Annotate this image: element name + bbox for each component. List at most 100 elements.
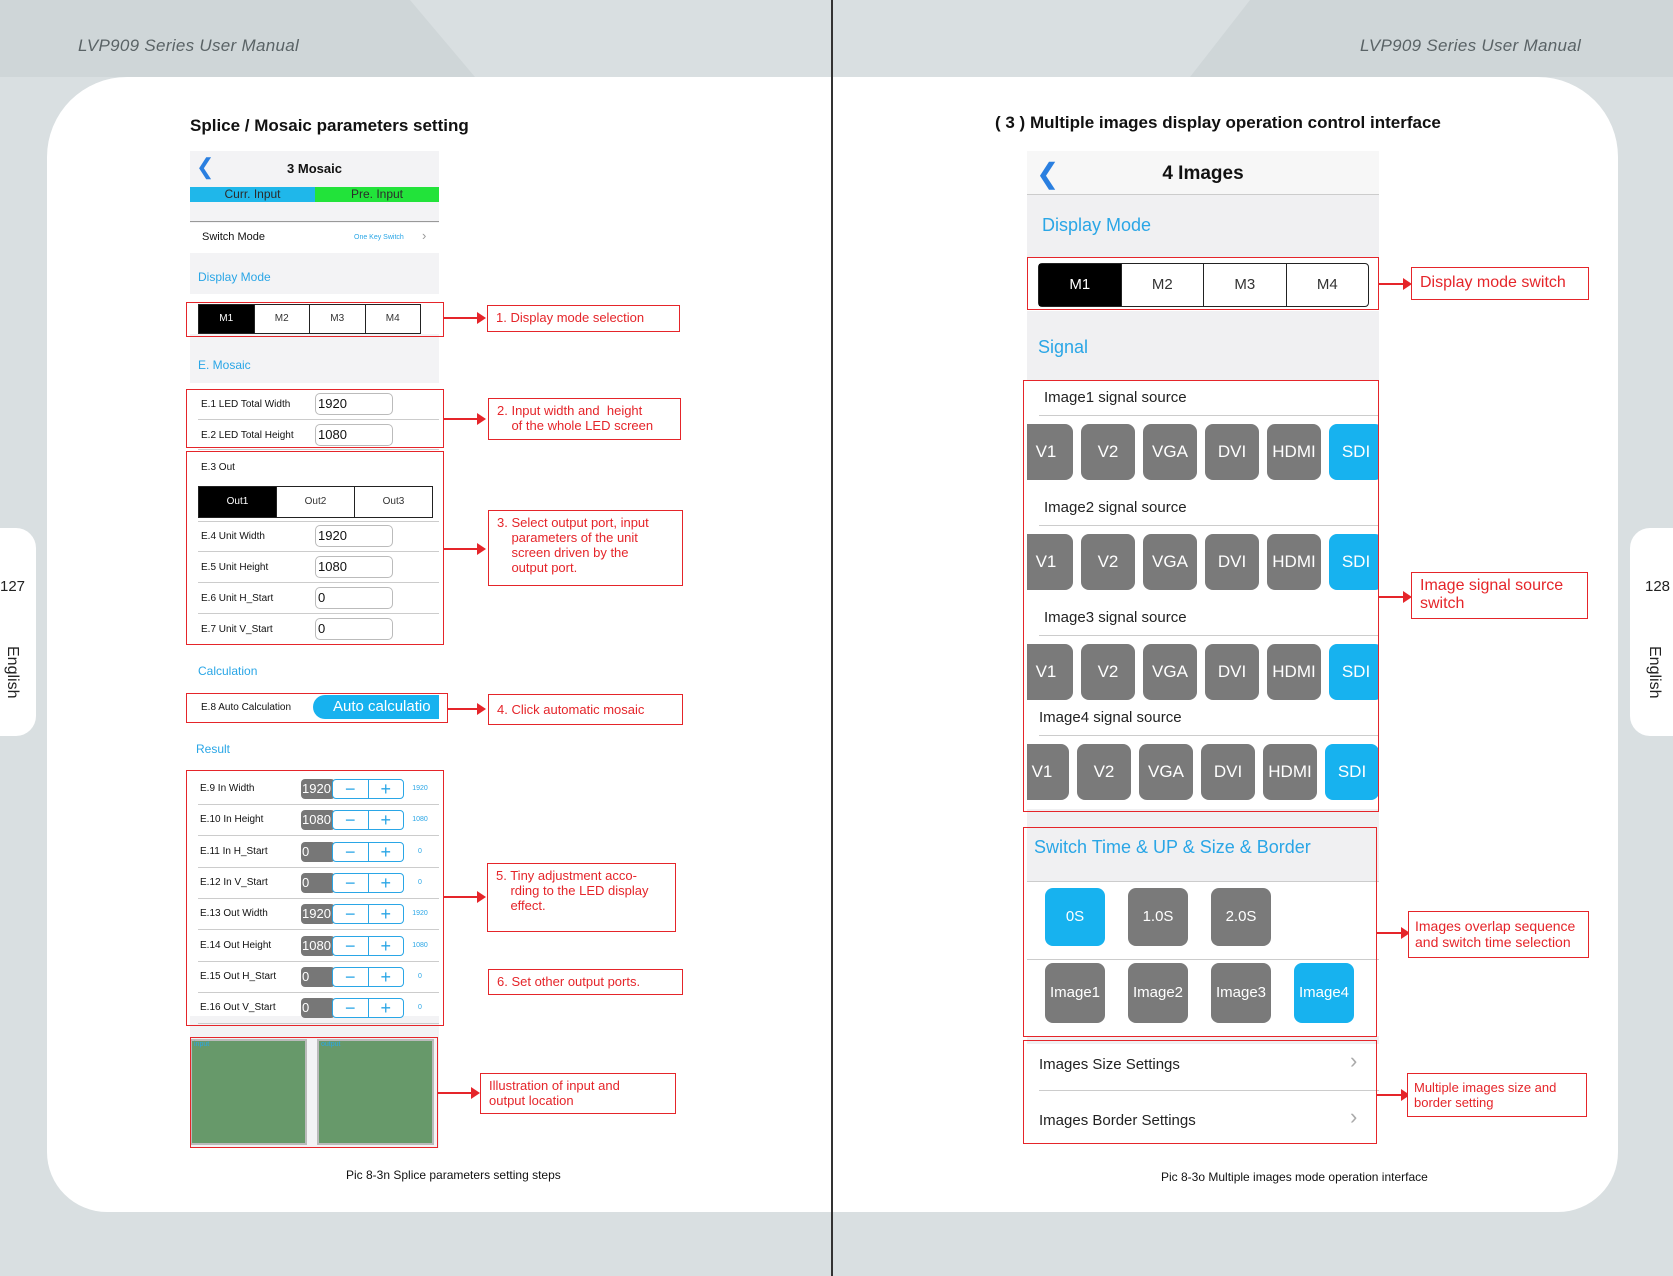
image1-source-dvi-button[interactable]: DVI (1205, 424, 1259, 480)
mode-m1[interactable]: M1 (199, 305, 254, 333)
stepper[interactable]: −+ (332, 935, 404, 956)
divider (1039, 525, 1379, 526)
image2-order-button[interactable]: Image2 (1128, 963, 1188, 1023)
switch-mode-value[interactable]: One Key Switch (354, 234, 404, 241)
input-preview (190, 1039, 307, 1145)
led-total-height-input[interactable]: 1080 (315, 424, 393, 446)
stepper[interactable]: −+ (332, 779, 404, 799)
mode-m3[interactable]: M3 (1203, 264, 1286, 306)
time-1s-button[interactable]: 1.0S (1128, 888, 1188, 946)
out-segmented-control[interactable]: Out1 Out2 Out3 (198, 486, 433, 518)
out-2[interactable]: Out2 (276, 487, 354, 517)
image4-source-vga-button[interactable]: VGA (1139, 744, 1193, 800)
mode-m1[interactable]: M1 (1039, 264, 1121, 306)
auto-calculation-button[interactable]: Auto calculatio (313, 695, 439, 719)
images-size-settings-item[interactable]: Images Size Settings (1039, 1056, 1180, 1073)
minus-icon[interactable]: − (344, 810, 356, 831)
back-icon[interactable]: ❮ (1036, 158, 1060, 189)
mode-m4[interactable]: M4 (1285, 264, 1369, 306)
image1-source-hdmi-button[interactable]: HDMI (1267, 424, 1321, 480)
switch-mode-row[interactable] (190, 223, 439, 253)
plus-icon[interactable]: + (367, 780, 404, 798)
image3-order-button[interactable]: Image3 (1211, 963, 1271, 1023)
image1-order-button[interactable]: Image1 (1045, 963, 1105, 1023)
unit-h-start-input[interactable]: 0 (315, 587, 393, 609)
result-value: 1080 (301, 935, 335, 956)
result-current-value: 0 (418, 847, 422, 855)
image3-source-vga-button[interactable]: VGA (1143, 644, 1197, 700)
image2-source-dvi-button[interactable]: DVI (1205, 534, 1259, 590)
minus-icon[interactable]: − (344, 966, 356, 987)
image3-source-hdmi-button[interactable]: HDMI (1267, 644, 1321, 700)
mode-m3[interactable]: M3 (309, 305, 365, 333)
image4-source-v2-button[interactable]: V2 (1077, 744, 1131, 800)
stepper[interactable]: −+ (332, 810, 404, 831)
image2-source-hdmi-button[interactable]: HDMI (1267, 534, 1321, 590)
out-1[interactable]: Out1 (199, 487, 276, 517)
time-0s-button[interactable]: 0S (1045, 888, 1105, 946)
image2-source-v1-button[interactable]: V1 (1027, 534, 1073, 590)
unit-width-input[interactable]: 1920 (315, 525, 393, 547)
mode-m4[interactable]: M4 (364, 305, 421, 333)
image3-source-v2-button[interactable]: V2 (1081, 644, 1135, 700)
plus-icon[interactable]: + (367, 905, 404, 924)
mode-segmented-control[interactable]: M1 M2 M3 M4 (198, 304, 421, 334)
curr-input-bar[interactable]: Curr. Input (190, 187, 315, 202)
back-icon[interactable]: ❮ (196, 154, 215, 179)
pre-input-bar[interactable]: Pre. Input (315, 187, 439, 202)
e8-label: E.8 Auto Calculation (201, 702, 292, 713)
unit-height-input[interactable]: 1080 (315, 556, 393, 578)
image1-source-sdi-button[interactable]: SDI (1329, 424, 1379, 480)
plus-icon[interactable]: + (367, 967, 404, 986)
image2-source-v2-button[interactable]: V2 (1081, 534, 1135, 590)
plus-icon[interactable]: + (367, 873, 404, 892)
arrow (1377, 1089, 1410, 1101)
image1-source-vga-button[interactable]: VGA (1143, 424, 1197, 480)
calculation-heading: Calculation (198, 664, 258, 678)
mode-m2[interactable]: M2 (1120, 264, 1204, 306)
plus-icon[interactable]: + (367, 936, 404, 955)
image1-source-v1-button[interactable]: V1 (1027, 424, 1073, 480)
plus-icon[interactable]: + (367, 999, 404, 1018)
mode-segmented-control[interactable]: M1 M2 M3 M4 (1038, 263, 1369, 307)
minus-icon[interactable]: − (344, 998, 356, 1019)
image4-source-sdi-button[interactable]: SDI (1325, 744, 1379, 800)
e2-label: E.2 LED Total Height (201, 430, 294, 441)
stepper[interactable]: −+ (332, 841, 404, 862)
image3-signal-source-label: Image3 signal source (1044, 609, 1187, 626)
display-mode-heading: Display Mode (198, 270, 271, 284)
out-3[interactable]: Out3 (354, 487, 432, 517)
arrow (1379, 591, 1412, 603)
result-label: E.12 In V_Start (200, 876, 268, 888)
image4-source-hdmi-button[interactable]: HDMI (1263, 744, 1317, 800)
image4-source-v1-button[interactable]: V1 (1027, 744, 1069, 800)
time-2s-button[interactable]: 2.0S (1211, 888, 1271, 946)
caption-left: Pic 8-3n Splice parameters setting steps (346, 1168, 561, 1182)
image3-source-v1-button[interactable]: V1 (1027, 644, 1073, 700)
image4-source-dvi-button[interactable]: DVI (1201, 744, 1255, 800)
image4-order-button[interactable]: Image4 (1294, 963, 1354, 1023)
image1-source-v2-button[interactable]: V2 (1081, 424, 1135, 480)
plus-icon[interactable]: + (367, 811, 404, 830)
minus-icon[interactable]: − (344, 904, 356, 925)
image3-source-dvi-button[interactable]: DVI (1205, 644, 1259, 700)
plus-icon[interactable]: + (367, 842, 404, 861)
highlight-output (186, 451, 444, 645)
mode-m2[interactable]: M2 (253, 305, 310, 333)
image3-source-sdi-button[interactable]: SDI (1329, 644, 1379, 700)
stepper[interactable]: −+ (332, 872, 404, 893)
stepper[interactable]: −+ (332, 904, 404, 925)
minus-icon[interactable]: − (344, 872, 356, 893)
arrow (438, 1087, 480, 1099)
image2-source-sdi-button[interactable]: SDI (1329, 534, 1379, 590)
led-total-width-input[interactable]: 1920 (315, 393, 393, 415)
unit-v-start-input[interactable]: 0 (315, 618, 393, 640)
images-border-settings-item[interactable]: Images Border Settings (1039, 1112, 1196, 1129)
minus-icon[interactable]: − (344, 935, 356, 956)
minus-icon[interactable]: − (344, 779, 356, 799)
minus-icon[interactable]: − (344, 841, 356, 862)
image2-source-vga-button[interactable]: VGA (1143, 534, 1197, 590)
stepper[interactable]: −+ (332, 966, 404, 987)
stepper[interactable]: −+ (332, 998, 404, 1019)
divider (198, 551, 439, 552)
